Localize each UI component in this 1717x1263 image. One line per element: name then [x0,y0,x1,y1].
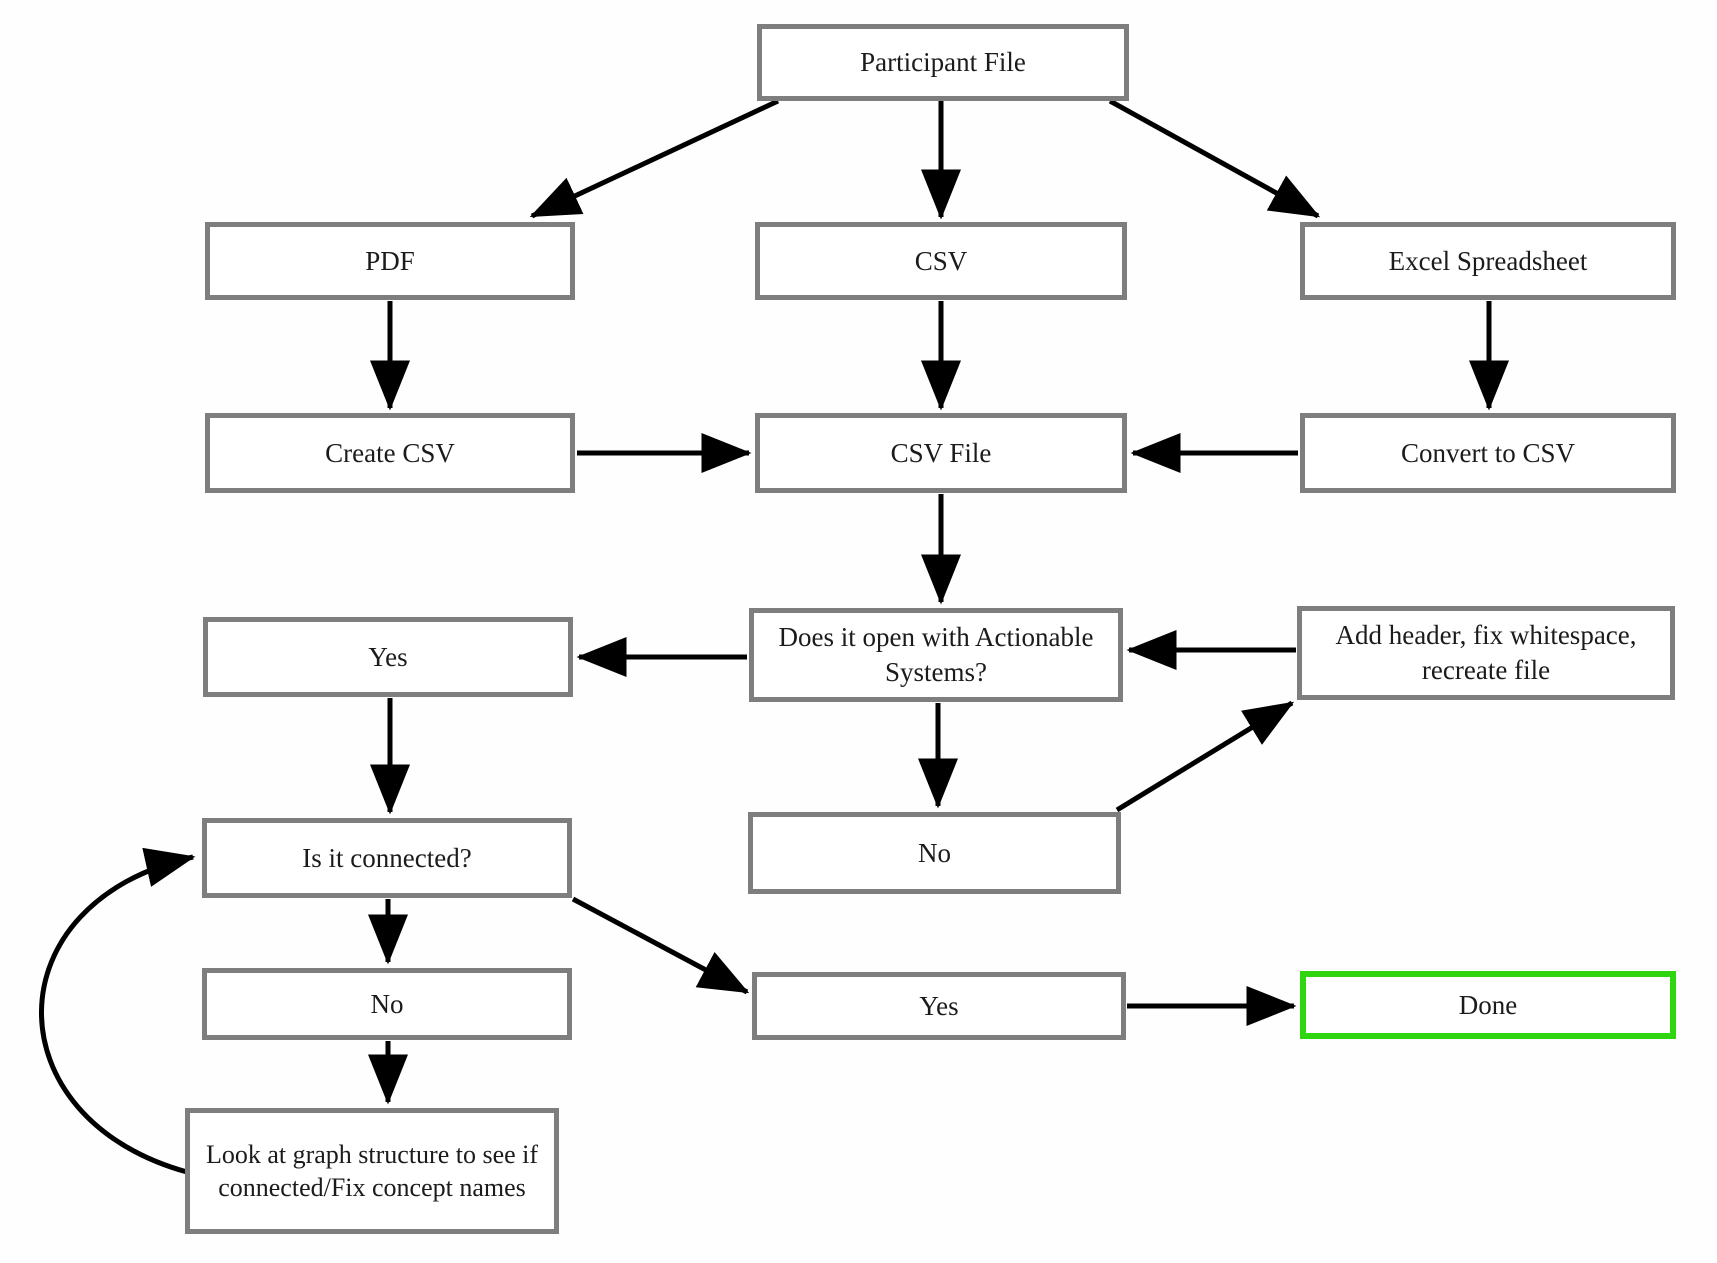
node-label: Yes [368,641,408,672]
node-yes-opens: Yes [203,617,573,697]
node-pdf: PDF [205,222,575,300]
node-no-connected: No [202,968,572,1040]
node-label: Convert to CSV [1400,437,1575,468]
node-label: Add header, fix whitespace, recreate fil… [1335,620,1637,685]
node-participant-file: Participant File [757,24,1129,101]
node-look-at-graph: Look at graph structure to see if connec… [185,1108,559,1234]
node-label: Look at graph structure to see if connec… [205,1139,539,1202]
node-create-csv: Create CSV [205,413,575,493]
arrow-is-it-connected-to-yes [571,896,750,995]
arrow-participant-file-to-excel [1108,98,1321,219]
arrow-participant-file-to-pdf [529,98,780,219]
node-no-opens: No [748,812,1121,894]
node-does-it-open: Does it open with Actionable Systems? [749,608,1123,702]
node-label: Is it connected? [302,842,472,873]
node-label: CSV File [890,437,992,468]
node-label: No [918,837,951,868]
node-excel-spreadsheet: Excel Spreadsheet [1300,222,1676,300]
node-label: CSV [914,245,968,276]
node-label: No [370,988,404,1019]
node-csv: CSV [755,222,1127,300]
node-label: Participant File [860,47,1026,78]
node-done: Done [1300,971,1676,1039]
node-label: Excel Spreadsheet [1388,245,1588,276]
node-label: Create CSV [325,437,455,468]
node-is-it-connected: Is it connected? [202,818,572,898]
node-csv-file: CSV File [755,413,1127,493]
node-label: Yes [919,990,959,1021]
node-yes-connected: Yes [752,972,1126,1040]
node-add-header: Add header, fix whitespace, recreate fil… [1297,606,1675,700]
node-label: PDF [365,245,415,276]
node-convert-to-csv: Convert to CSV [1300,413,1676,493]
arrow-look-at-graph-to-is-it-connected [39,847,196,1175]
node-label: Does it open with Actionable Systems? [778,622,1094,687]
arrow-no-to-add-header [1115,700,1295,813]
node-label: Done [1458,989,1518,1020]
